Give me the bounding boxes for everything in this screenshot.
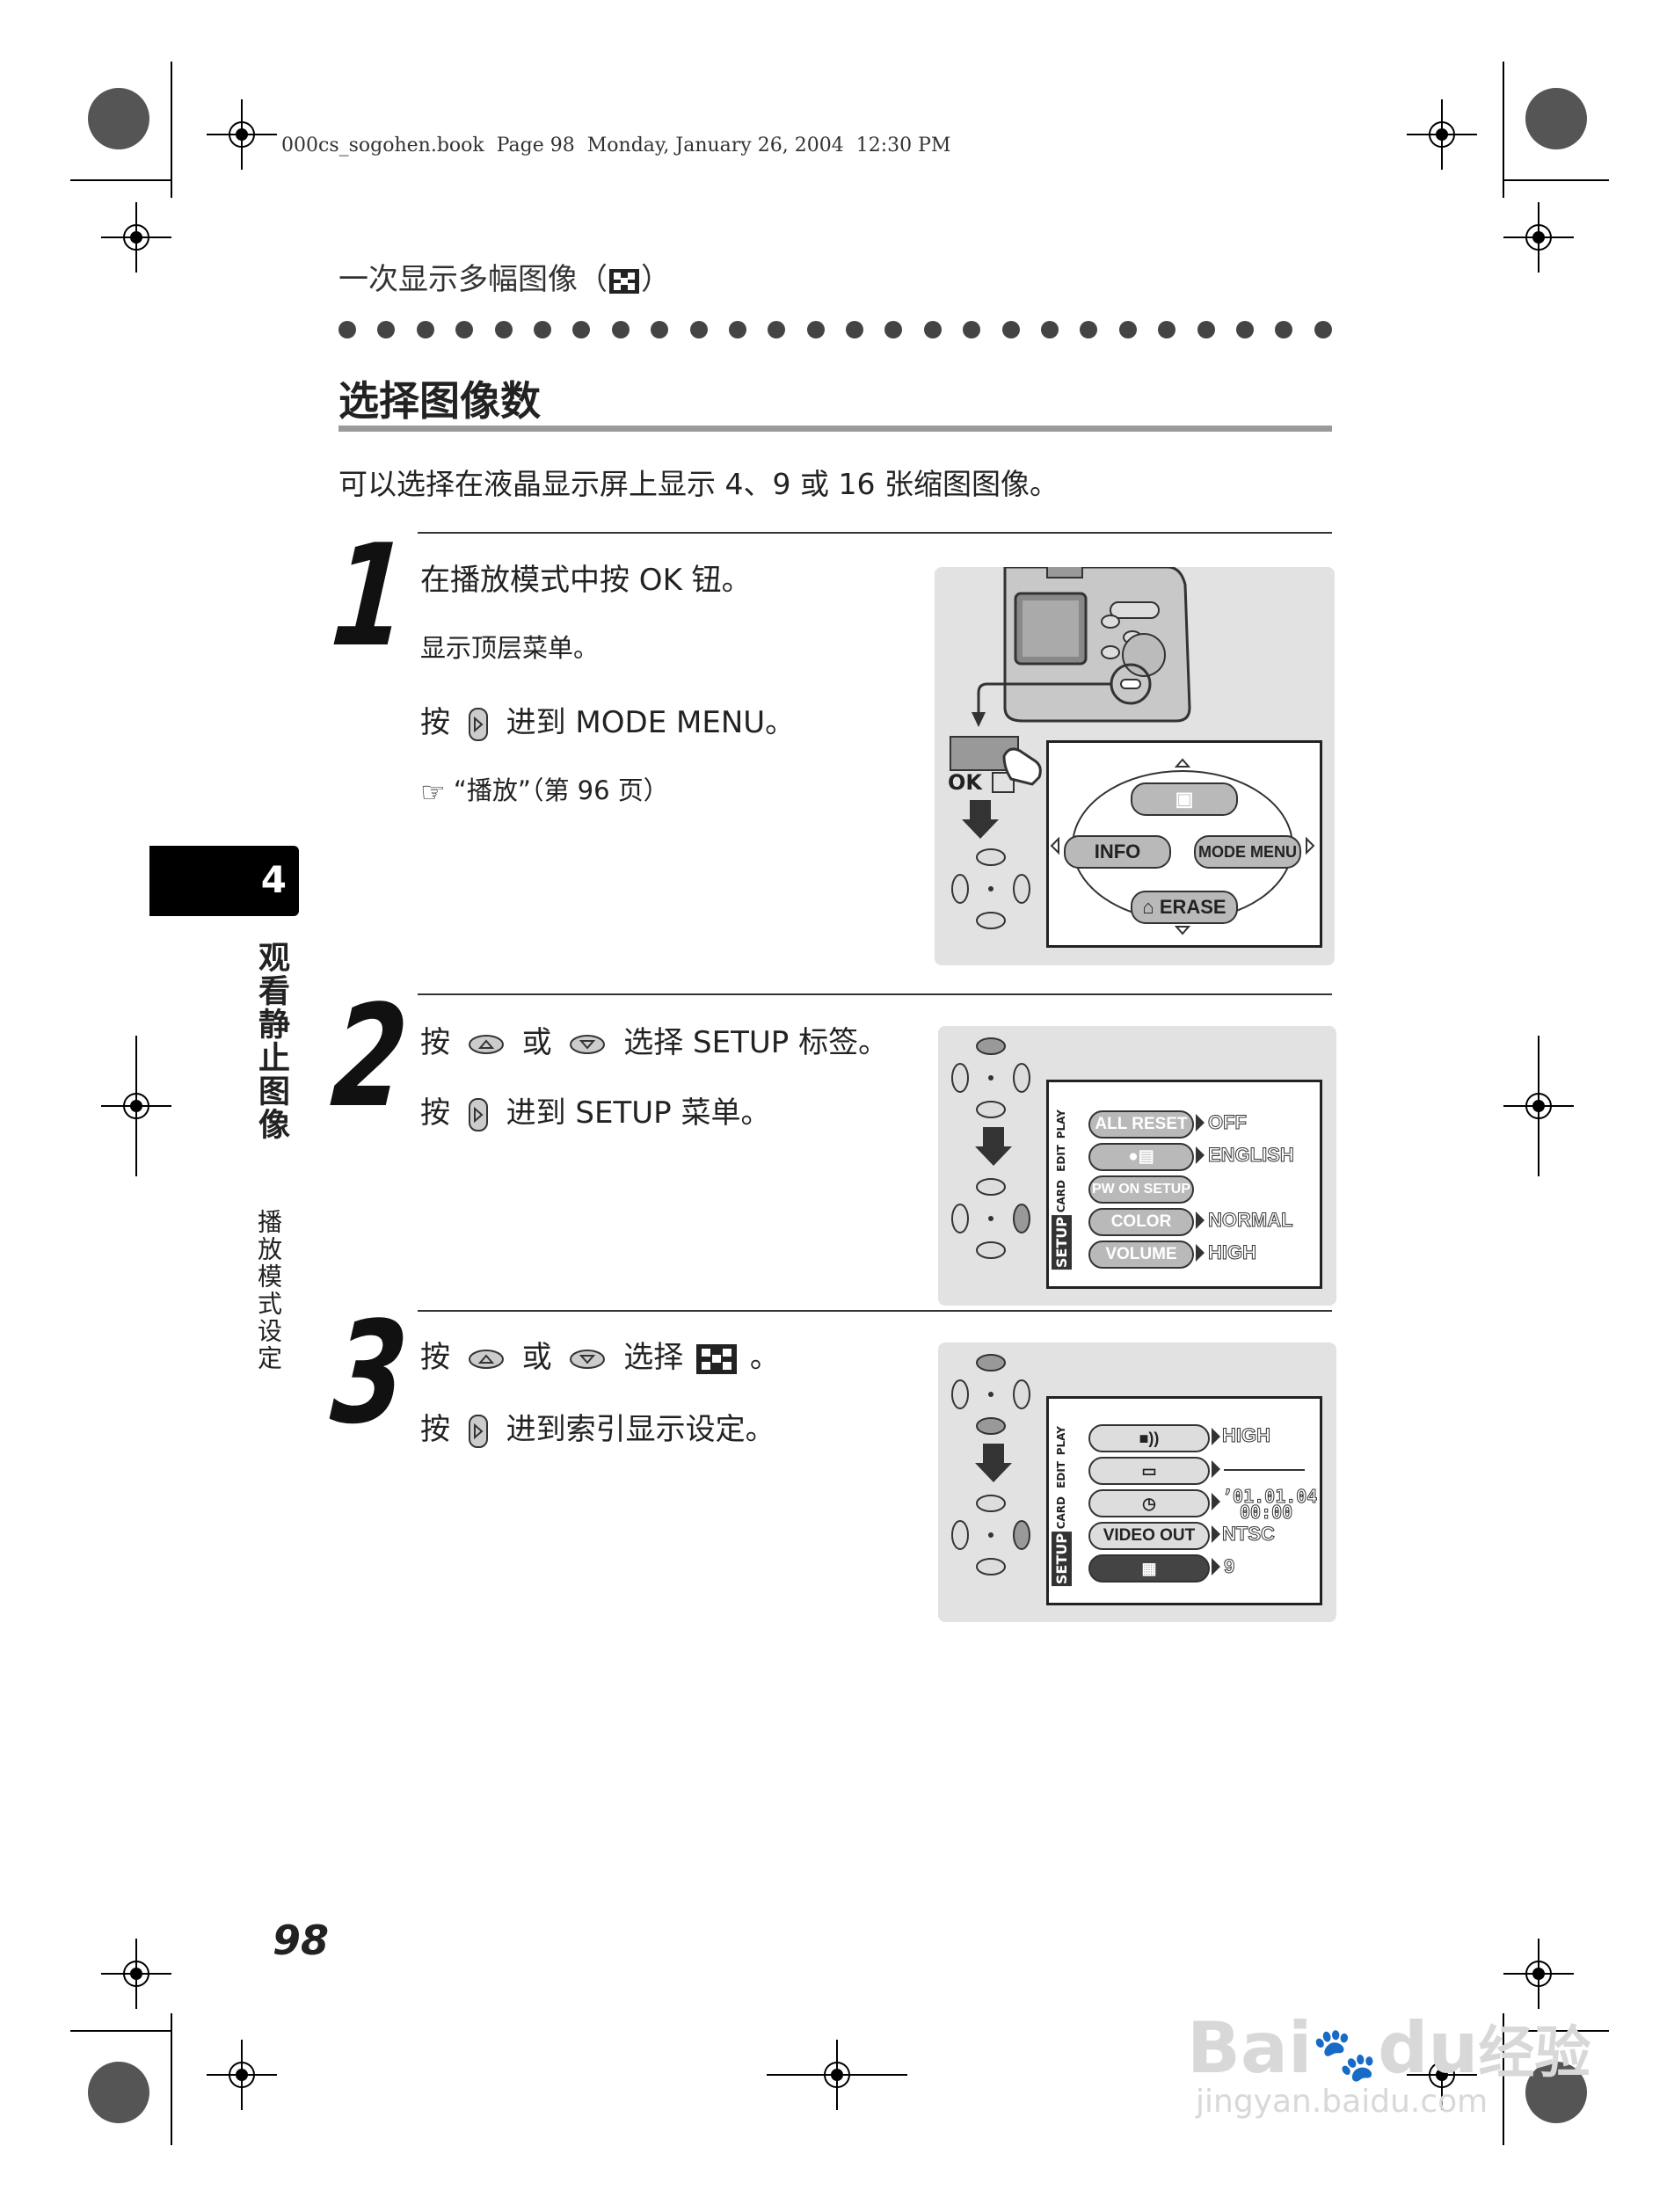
pressing-finger-icon bbox=[1002, 747, 1042, 786]
step-rule-3 bbox=[418, 1310, 1332, 1312]
value-off: OFF bbox=[1208, 1111, 1248, 1134]
value-ntsc: NTSC bbox=[1222, 1523, 1276, 1546]
down-arrow-key-icon bbox=[570, 1349, 606, 1369]
arrow-pad-icon bbox=[951, 848, 1030, 929]
print-header: 000cs_sogohen.book Page 98 Monday, Janua… bbox=[281, 135, 950, 156]
value-high: HIGH bbox=[1208, 1241, 1257, 1264]
trash-icon: ⌂ bbox=[1142, 896, 1154, 918]
down-arrow-head bbox=[975, 1146, 1012, 1166]
step1-line3: 按 进到 MODE MENU。 bbox=[420, 705, 796, 741]
playback-icon: ▣ bbox=[1175, 788, 1194, 810]
header-file: 000cs_sogohen.book bbox=[281, 135, 484, 156]
value-date: ’01.01.04 bbox=[1221, 1486, 1318, 1508]
paw-icon: 🐾 bbox=[1312, 2024, 1379, 2085]
up-arrow-key-icon bbox=[468, 1034, 504, 1054]
title-rule bbox=[338, 426, 1332, 432]
reference-hand-icon: ☞ bbox=[420, 775, 446, 809]
row-clock: ◷ bbox=[1088, 1489, 1210, 1517]
row-color: COLOR bbox=[1088, 1208, 1194, 1236]
down-arrow-key-icon bbox=[570, 1034, 606, 1054]
info-menu-button: INFO bbox=[1064, 835, 1171, 869]
step-number-1: 1 bbox=[326, 513, 413, 678]
setup-rows-2: ■)) HIGH ▭ ◷ ’01.01.04 00:00 VIDEO OUT N… bbox=[1046, 1396, 1318, 1600]
erase-menu-button: ⌂ ERASE bbox=[1131, 891, 1238, 924]
step1-reference: ☞ “播放”（第 96 页） bbox=[420, 775, 669, 809]
value-english: ENGLISH bbox=[1208, 1144, 1295, 1167]
index-display-icon bbox=[609, 268, 639, 294]
index-display-icon bbox=[696, 1343, 738, 1374]
row-beep: ■)) bbox=[1088, 1424, 1210, 1452]
header-date: Monday, January 26, 2004 bbox=[586, 135, 844, 156]
subchapter-title: 播放模式设定 bbox=[254, 1209, 283, 1372]
menu-icon-small bbox=[992, 772, 1015, 793]
step1-line2: 显示顶层菜单。 bbox=[420, 633, 600, 663]
index-display-icon: ▦ bbox=[1141, 1560, 1157, 1577]
speaker-icon: ■)) bbox=[1139, 1430, 1160, 1447]
row-brightness: ▭ bbox=[1088, 1457, 1210, 1485]
clock-icon: ◷ bbox=[1142, 1495, 1156, 1512]
step-number-3: 3 bbox=[326, 1291, 413, 1455]
page-title: 选择图像数 bbox=[338, 377, 541, 425]
down-arrow-icon bbox=[970, 800, 991, 819]
step-rule-1 bbox=[418, 532, 1332, 534]
arrow-pad-right-icon bbox=[951, 1495, 1030, 1575]
row-volume: VOLUME bbox=[1088, 1241, 1194, 1269]
value-time: 00:00 bbox=[1239, 1502, 1293, 1524]
up-arrow-key-icon bbox=[468, 1349, 504, 1369]
row-index-display: ▦ bbox=[1088, 1554, 1210, 1583]
chapter-title: 观看静止图像 bbox=[253, 941, 289, 1141]
down-arrow-icon bbox=[983, 1127, 1004, 1146]
camera-back-illustration bbox=[972, 567, 1191, 727]
row-pw-on-setup: PW ON SETUP bbox=[1088, 1175, 1194, 1204]
setup-rows: ALL RESET OFF ●▤ ENGLISH PW ON SETUP COL… bbox=[1046, 1080, 1317, 1284]
language-icon: ●▤ bbox=[1128, 1147, 1154, 1166]
page-number: 98 bbox=[273, 1917, 330, 1964]
chapter-tab: 4 bbox=[149, 846, 299, 916]
value-nine: 9 bbox=[1223, 1555, 1235, 1578]
right-arrow-key-icon bbox=[468, 1097, 488, 1131]
dotted-divider bbox=[338, 317, 1332, 343]
step-number-2: 2 bbox=[326, 974, 413, 1139]
step2-line2: 按 进到 SETUP 菜单。 bbox=[420, 1095, 771, 1131]
arrow-pad-right-icon bbox=[951, 1178, 1030, 1259]
value-high: HIGH bbox=[1222, 1424, 1271, 1447]
brightness-icon: ▭ bbox=[1141, 1462, 1157, 1480]
down-arrow-icon bbox=[983, 1444, 1004, 1463]
row-language: ●▤ bbox=[1088, 1143, 1194, 1171]
step-rule-2 bbox=[418, 993, 1332, 995]
step3-line2: 按 进到索引显示设定。 bbox=[420, 1412, 775, 1448]
row-video-out: VIDEO OUT bbox=[1088, 1522, 1210, 1550]
arrow-pad-up-icon bbox=[951, 1037, 1030, 1118]
step2-line1: 按 或 选择 SETUP 标签。 bbox=[420, 1025, 889, 1060]
baidu-watermark: Bai🐾du经验 jingyan.baidu.com bbox=[1187, 2007, 1591, 2121]
section-kicker: 一次显示多幅图像（ ） bbox=[338, 262, 671, 297]
watermark-url: jingyan.baidu.com bbox=[1196, 2084, 1488, 2120]
header-page: Page 98 bbox=[496, 135, 575, 156]
value-normal: NORMAL bbox=[1208, 1209, 1294, 1232]
right-arrow-key-icon bbox=[468, 707, 488, 741]
mode-menu-button: MODE MENU bbox=[1194, 835, 1301, 869]
down-arrow-head bbox=[962, 819, 999, 839]
arrow-pad-up-icon bbox=[951, 1354, 1030, 1435]
down-arrow-head bbox=[975, 1463, 1012, 1482]
brightness-slider bbox=[1224, 1469, 1305, 1471]
step1-line1: 在播放模式中按 OK 钮。 bbox=[420, 563, 752, 598]
step3-line1: 按 或 选择 。 bbox=[420, 1340, 780, 1375]
row-all-reset: ALL RESET bbox=[1088, 1110, 1194, 1139]
intro-text: 可以选择在液晶显示屏上显示 4、9 或 16 张缩图图像。 bbox=[338, 467, 1059, 501]
right-arrow-key-icon bbox=[468, 1414, 488, 1448]
playback-menu-button: ▣ bbox=[1131, 782, 1238, 816]
header-time: 12:30 PM bbox=[855, 135, 951, 156]
ok-label: OK bbox=[948, 770, 982, 795]
